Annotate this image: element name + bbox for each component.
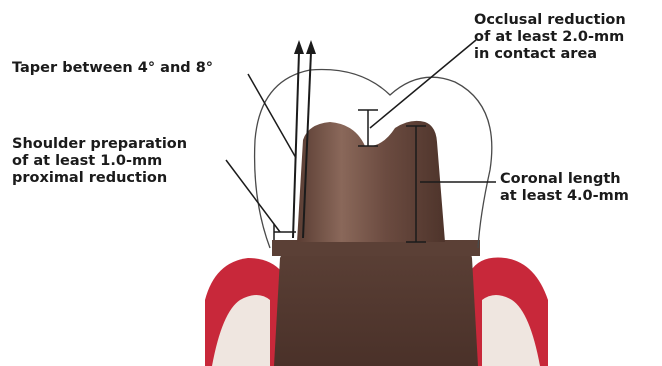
label-shoulder-line-2: of at least 1.0-mm [12,153,187,170]
label-shoulder-preparation: Shoulder preparation of at least 1.0-mm … [12,136,187,187]
taper-arrowhead-right [306,40,316,54]
label-occlusal-reduction: Occlusal reduction of at least 2.0-mm in… [474,12,626,63]
label-occlusal-line-1: Occlusal reduction [474,12,626,29]
leader-shoulder [226,160,280,232]
label-shoulder-line-1: Shoulder preparation [12,136,187,153]
taper-arrowhead-left [294,40,304,54]
tooth-root [274,244,478,366]
label-occlusal-line-2: of at least 2.0-mm [474,29,626,46]
shoulder-ledge [272,240,480,256]
label-coronal-line-1: Coronal length [500,171,629,188]
label-shoulder-line-3: proximal reduction [12,170,187,187]
label-occlusal-line-3: in contact area [474,46,626,63]
label-taper: Taper between 4° and 8° [12,60,213,77]
label-coronal-line-2: at least 4.0-mm [500,188,629,205]
taper-line-left [293,52,299,238]
leader-occlusal [370,40,476,128]
label-coronal-length: Coronal length at least 4.0-mm [500,171,629,205]
label-taper-line-1: Taper between 4° and 8° [12,60,213,77]
